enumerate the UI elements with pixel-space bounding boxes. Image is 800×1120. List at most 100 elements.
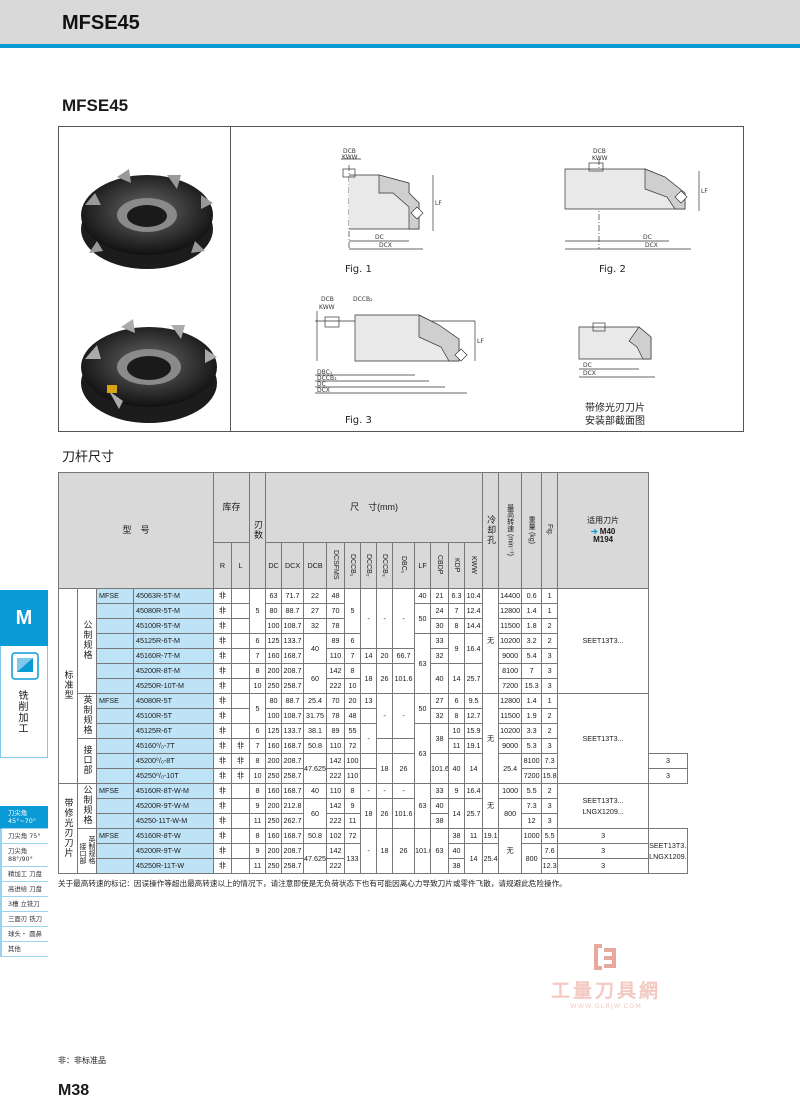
table-cell: 8 xyxy=(249,663,267,679)
table-cell: 78 xyxy=(326,618,346,634)
fig3-label-dbc1: DBC₁ xyxy=(317,369,333,376)
page-number: M38 xyxy=(58,1082,90,1099)
table-cell: 非 xyxy=(213,588,233,604)
table-cell: 15.9 xyxy=(464,723,484,739)
table-cell: 14 xyxy=(464,753,484,784)
header-col-lf: LF xyxy=(414,542,432,589)
table-cell: 63 xyxy=(414,723,432,784)
table-cell: SEET13T3... xyxy=(557,693,650,784)
side-item-88-90[interactable]: 刀尖角 88°/90° xyxy=(0,844,48,867)
header-col-kdp: KDP xyxy=(448,542,466,589)
fig4-diagram: DC DCX xyxy=(578,322,655,378)
side-item-45-70[interactable]: 刀尖角 45°~70° xyxy=(0,806,48,829)
table-cell: 3 xyxy=(557,843,650,859)
header-col-dcsfms: DCSFMS xyxy=(326,542,346,589)
table-cell: 10 xyxy=(448,723,466,739)
table-cell xyxy=(96,843,134,859)
table-cell xyxy=(96,798,134,814)
side-item-other[interactable]: 其他 xyxy=(0,942,48,957)
table-cell: 101.6 xyxy=(430,753,450,784)
figure-box: DCB KWW DC DCX LF Fig. 1 DCB KWW DC DCX … xyxy=(58,126,744,432)
fig2-label-dcx: DCX xyxy=(645,242,658,249)
table-cell: 19.1 xyxy=(482,828,500,844)
fig2-label-dcb: DCB xyxy=(593,148,606,155)
header-stock-l: L xyxy=(231,542,251,589)
table-cell: 26 xyxy=(376,663,394,694)
side-nav: M 铣削加工 刀尖角 45°~70° 刀尖角 75° 刀尖角 88°/90° 精… xyxy=(0,590,48,957)
table-cell: 168.7 xyxy=(281,783,305,799)
fig1-caption: Fig. 1 xyxy=(345,264,372,275)
header-teeth: 刃数 xyxy=(249,472,267,589)
table-cell: 非 xyxy=(231,753,251,769)
table-cell: 无 xyxy=(482,783,500,829)
table-cell: 125 xyxy=(265,633,283,649)
table-cell: 19.1 xyxy=(464,738,484,754)
table-cell: 45125R-6T-M xyxy=(132,633,215,649)
table-cell xyxy=(360,768,378,784)
table-cell xyxy=(360,708,378,724)
table-cell: 125 xyxy=(265,723,283,739)
table-cell xyxy=(96,813,134,829)
table-cell: 18 xyxy=(376,828,394,874)
table-cell: 14400 xyxy=(498,588,523,604)
table-cell xyxy=(96,663,134,679)
table-cell: 10 xyxy=(344,678,362,694)
table-cell: 6 xyxy=(249,633,267,649)
fig3-label-kww: KWW xyxy=(319,304,335,311)
table-cell xyxy=(231,813,251,829)
table-cell xyxy=(96,858,134,874)
table-cell: 89 xyxy=(326,633,346,649)
table-cell xyxy=(231,723,251,739)
table-cell xyxy=(376,738,394,754)
table-cell: 50 xyxy=(414,603,432,634)
side-item-side-face[interactable]: 三面刃 铣刀 xyxy=(0,912,48,927)
table-cell: 40 xyxy=(430,798,450,814)
side-item-finishing[interactable]: 精加工 刀盘 xyxy=(0,867,48,882)
side-category[interactable]: 铣削加工 xyxy=(0,646,48,758)
side-letter[interactable]: M xyxy=(0,590,48,646)
table-cell: - xyxy=(392,783,416,799)
side-item-3flute[interactable]: 3槽 立铣刀 xyxy=(0,897,48,912)
fig3-label-dcx: DCX xyxy=(317,387,330,394)
side-item-75[interactable]: 刀尖角 75° xyxy=(0,829,48,844)
section-title: MFSE45 xyxy=(62,96,129,115)
table-cell: 3.2 xyxy=(521,633,543,649)
table-cell xyxy=(231,858,251,874)
arrow-icon: ➔ xyxy=(590,527,598,536)
table-cell: 3.3 xyxy=(521,723,543,739)
table-cell: 14 xyxy=(448,798,466,829)
header-fig: Fig. xyxy=(541,472,559,589)
table-cell: 45250⁰/₀-10T xyxy=(132,768,215,784)
fig3-label-dccb3: DCCB₃ xyxy=(317,375,337,382)
table-cell xyxy=(231,663,251,679)
table-cell: 20 xyxy=(344,693,362,709)
table-cell: 9 xyxy=(249,798,267,814)
side-item-high-feed[interactable]: 高进给 刀盘 xyxy=(0,882,48,897)
table-cell: 16.4 xyxy=(464,783,484,799)
table-cell: 31.75 xyxy=(303,708,328,724)
table-cell xyxy=(96,603,134,619)
table-cell: 11 xyxy=(344,813,362,829)
table-cell: 2 xyxy=(541,618,559,634)
table-cell: 3 xyxy=(541,813,559,829)
table-cell: 258.7 xyxy=(281,858,305,874)
table-cell: 8 xyxy=(344,663,362,679)
table-cell: 88.7 xyxy=(281,693,305,709)
fig1-label-dc: DC xyxy=(375,234,384,241)
fig3-diagram: DCB KWW DCCB₂ DBC₁ DCCB₃ DC DCX LF xyxy=(315,296,484,394)
table-cell: 63 xyxy=(414,633,432,694)
table-cell: 27 xyxy=(430,693,450,709)
table-cell: 262.7 xyxy=(281,813,305,829)
table-cell: 101.6 xyxy=(392,663,416,694)
fig4-label-dc: DC xyxy=(583,362,592,369)
table-cell: 102 xyxy=(326,828,346,844)
table-cell: 非 xyxy=(213,738,233,754)
table-cell: 7200 xyxy=(521,768,543,784)
table-cell: 47.625 xyxy=(303,753,328,784)
side-item-ball-nose[interactable]: 球头・ 圆鼻 xyxy=(0,927,48,942)
fig1-label-dcx: DCX xyxy=(379,242,392,249)
fig2-label-dc: DC xyxy=(643,234,652,241)
table-cell: 3 xyxy=(648,753,688,769)
